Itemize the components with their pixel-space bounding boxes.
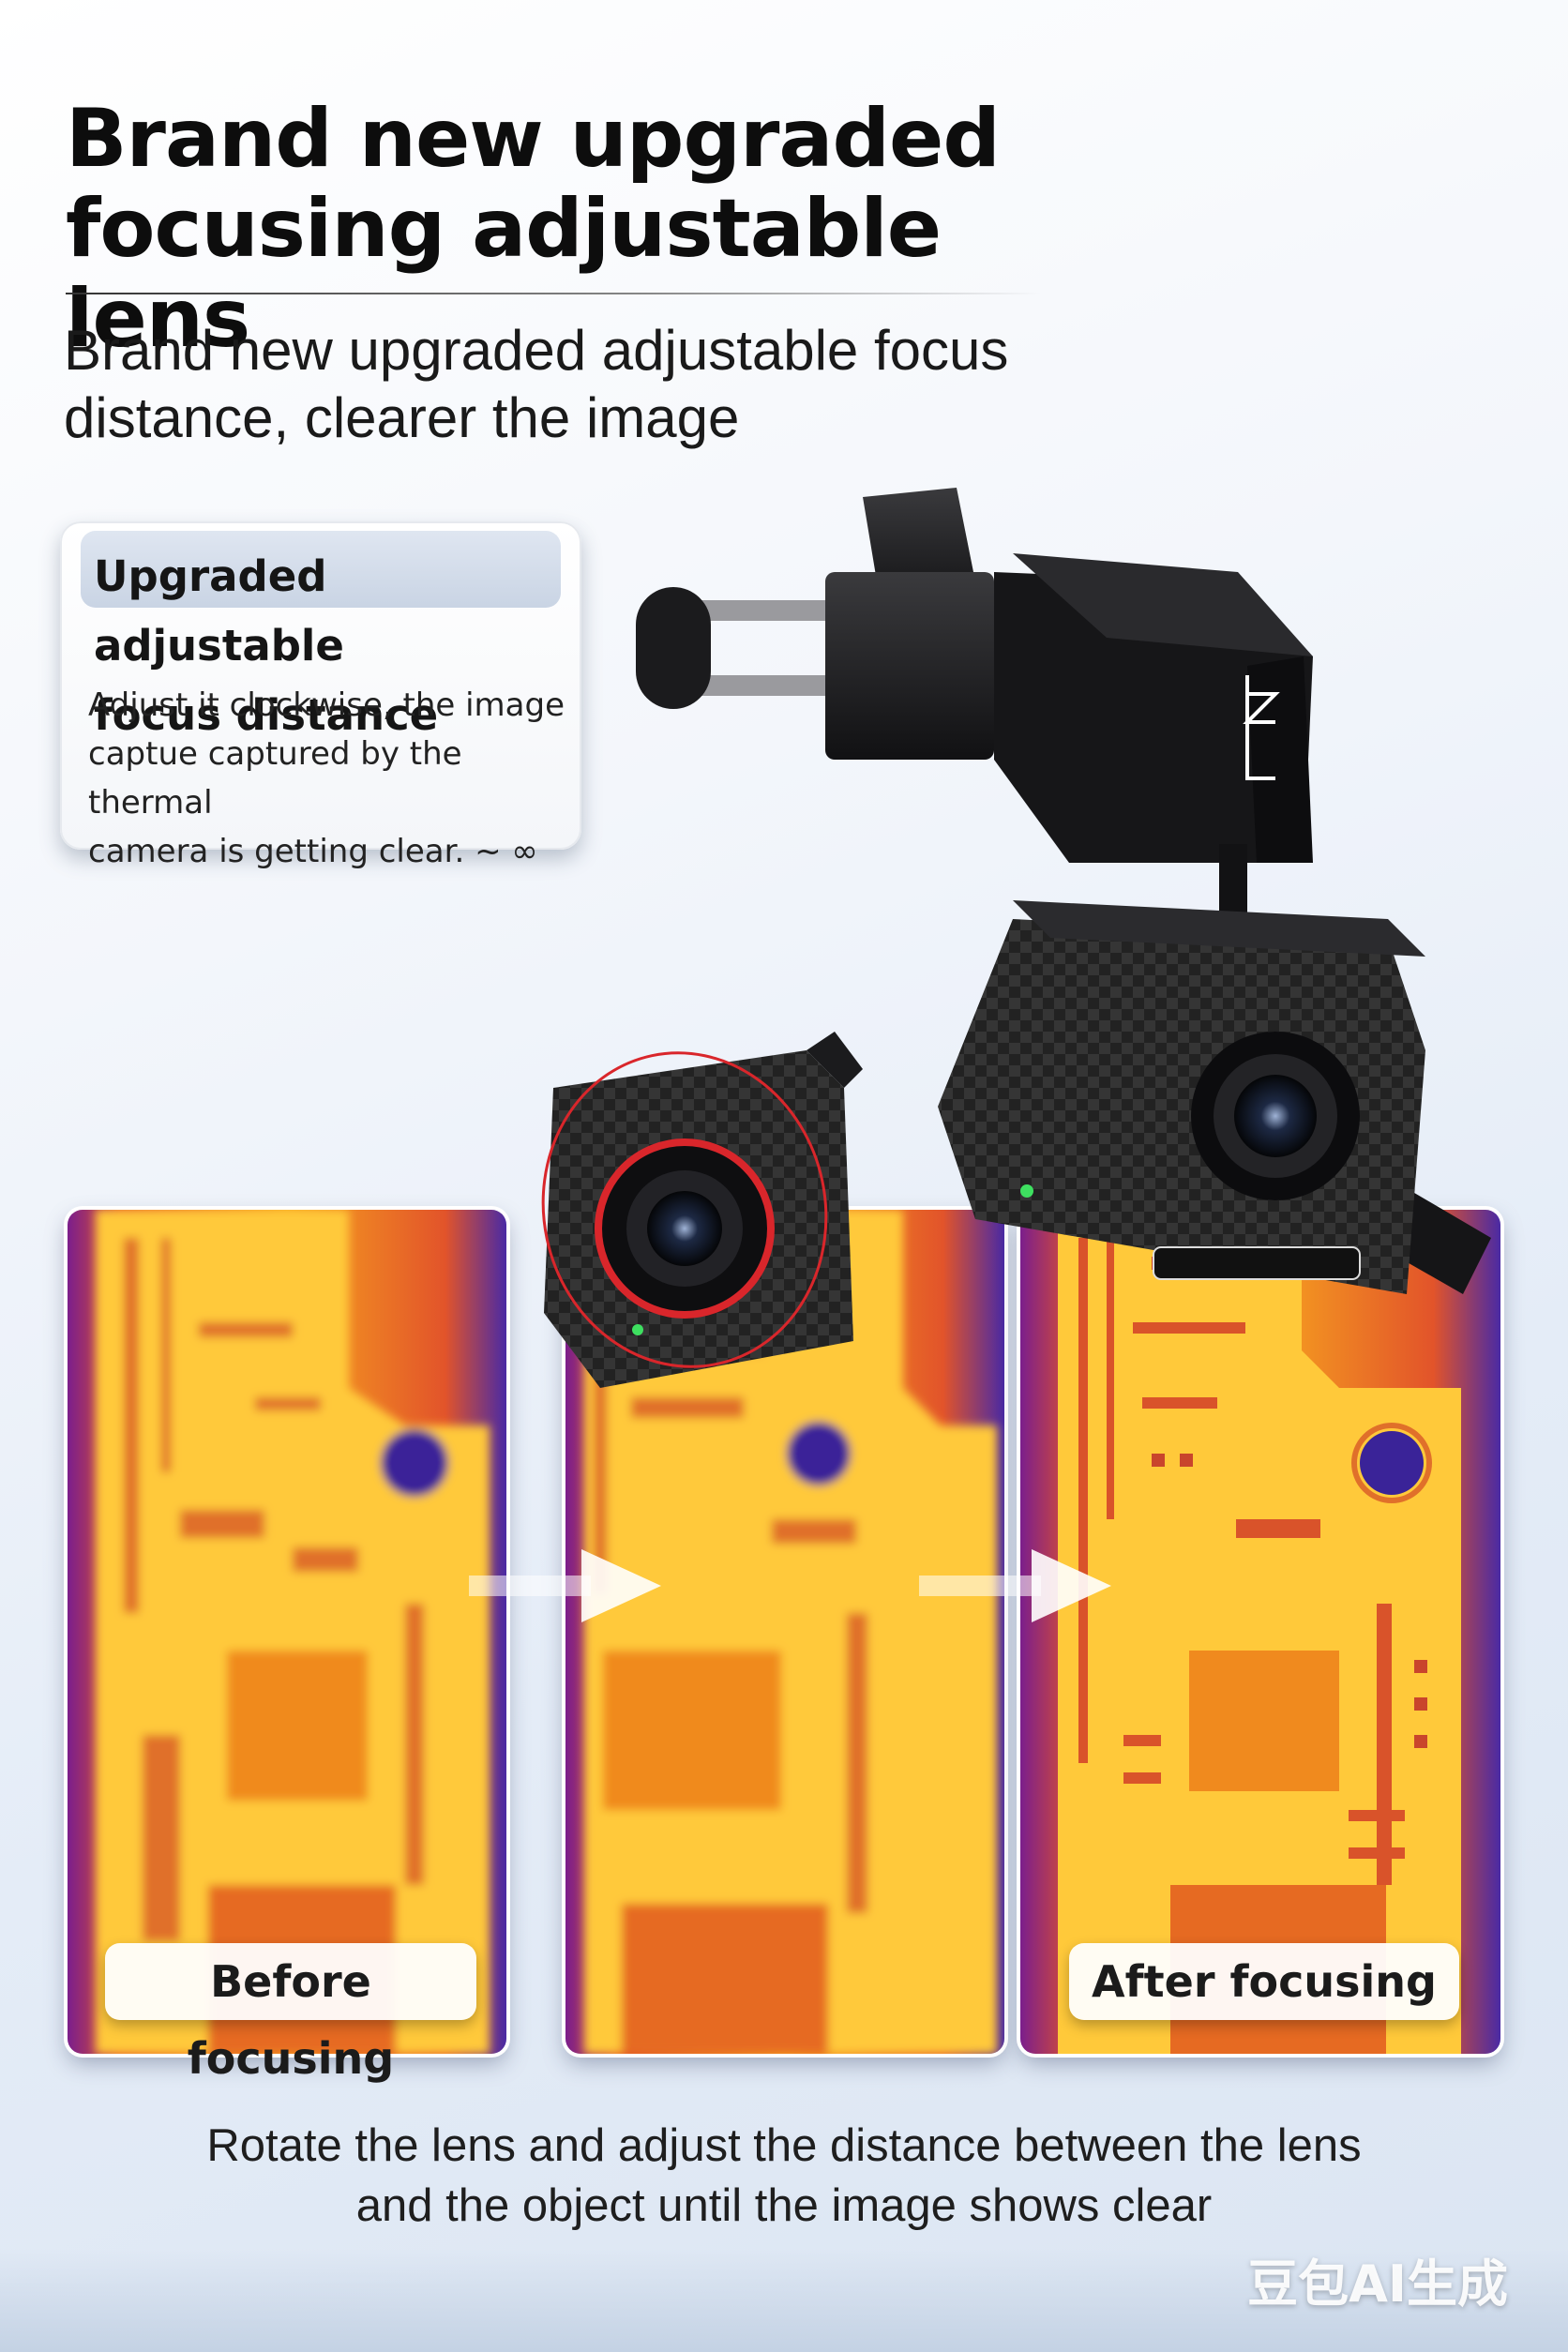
arrow-right-icon (919, 1549, 1111, 1622)
callout-body-line-3: camera is getting clear. ~ ∞ (88, 833, 538, 870)
callout-title: Upgraded adjustable focus distance (94, 542, 563, 750)
subtitle-line-1: Brand new upgraded adjustable focus (64, 319, 1009, 382)
caption: Rotate the lens and adjust the distance … (75, 2116, 1493, 2236)
headline-divider (66, 293, 1041, 294)
feature-callout-card: Upgraded adjustable focus distance Adjus… (60, 521, 581, 870)
thermal-panel-before (68, 1210, 506, 2054)
thermal-image-icon (1020, 1210, 1500, 2054)
callout-title-pill (81, 531, 561, 608)
subtitle: Brand new upgraded adjustable focus dist… (64, 317, 1095, 452)
subtitle-line-2: distance, clearer the image (64, 386, 740, 449)
arrow-right-icon (469, 1549, 661, 1622)
before-focusing-label: Before focusing (105, 1943, 476, 2084)
bottom-band (0, 2249, 1568, 2352)
headline: Brand new upgraded focusing adjustable l… (66, 94, 1097, 364)
after-focusing-label: After focusing (1069, 1943, 1459, 2020)
thermal-camera-icon (541, 488, 1491, 1388)
thermal-image-icon (68, 1210, 506, 2054)
headline-line-1: Brand new upgraded (66, 92, 1001, 186)
callout-body-line-2: captue captured by the thermal (88, 735, 462, 822)
callout-body: Adjust it clockwise, the image captue ca… (88, 681, 566, 876)
caption-line-1: Rotate the lens and adjust the distance … (206, 2120, 1362, 2171)
watermark: 豆包AI生成 (1247, 2254, 1508, 2314)
callout-title-line-2: focus distance (94, 690, 439, 740)
caption-line-2: and the object until the image shows cle… (355, 2180, 1213, 2231)
thermal-panel-after (1020, 1210, 1500, 2054)
callout-body-line-1: Adjust it clockwise, the image (88, 686, 565, 724)
callout-title-line-1: Upgraded adjustable (94, 551, 344, 671)
headline-line-2: focusing adjustable lens (66, 182, 942, 366)
